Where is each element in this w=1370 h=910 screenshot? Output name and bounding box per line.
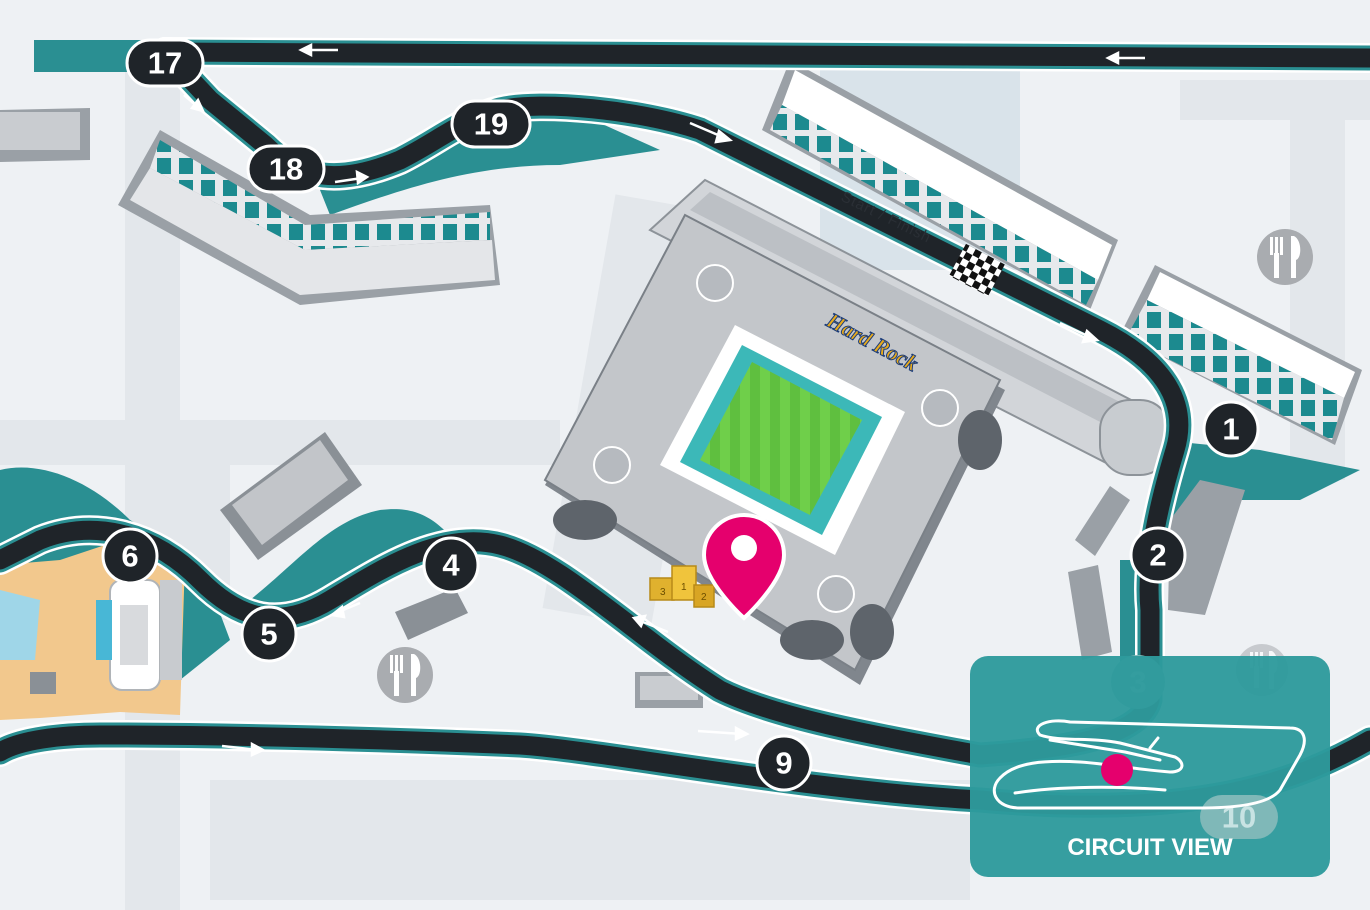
- stadium: [543, 178, 1172, 685]
- svg-text:18: 18: [269, 152, 303, 187]
- direction-arrow-icon: [689, 121, 733, 144]
- turn-marker-19[interactable]: 19: [450, 99, 532, 149]
- direction-arrow-icon: [697, 725, 750, 741]
- direction-arrow-icon: [1105, 50, 1145, 66]
- restaurant-icon[interactable]: [377, 647, 433, 703]
- svg-text:2: 2: [1149, 538, 1166, 573]
- svg-text:9: 9: [775, 746, 792, 781]
- grandstand-east: [1120, 265, 1362, 445]
- circuit-location-dot: [1101, 754, 1133, 786]
- circuit-outline: [992, 719, 1306, 810]
- svg-text:17: 17: [148, 46, 182, 81]
- grandstand-northwest: [118, 130, 500, 305]
- turn-marker-6[interactable]: 6: [101, 527, 159, 585]
- direction-arrow-icon: [183, 94, 206, 113]
- direction-arrows: [183, 42, 1145, 757]
- svg-text:6: 6: [121, 539, 138, 574]
- turn-marker-1[interactable]: 1: [1202, 400, 1260, 458]
- direction-arrow-icon: [1059, 321, 1100, 344]
- turn-marker-9[interactable]: 9: [755, 734, 813, 792]
- direction-arrow-icon: [221, 741, 266, 757]
- svg-text:1: 1: [1222, 412, 1239, 447]
- svg-text:19: 19: [474, 107, 508, 142]
- turn-marker-5[interactable]: 5: [240, 605, 298, 663]
- podium-pos-3: 3: [660, 587, 666, 598]
- turn-marker-10[interactable]: 10: [1200, 795, 1278, 839]
- circuit-view-label: CIRCUIT VIEW: [1067, 834, 1233, 861]
- svg-text:5: 5: [260, 617, 277, 652]
- location-pin-icon[interactable]: [701, 512, 787, 621]
- svg-text:4: 4: [442, 548, 460, 583]
- circuit-view-panel[interactable]: 10 CIRCUIT VIEW: [970, 656, 1330, 877]
- turn-marker-17[interactable]: 17: [125, 38, 205, 88]
- turn-marker-2[interactable]: 2: [1129, 526, 1187, 584]
- checkered-flag-icon: [949, 243, 1005, 297]
- podium-pos-2: 2: [701, 592, 707, 603]
- direction-arrow-icon: [329, 601, 361, 619]
- grandstand-north: [762, 60, 1118, 310]
- turn-marker-4[interactable]: 4: [422, 536, 480, 594]
- service-buildings: [0, 108, 1245, 708]
- direction-arrow-icon: [298, 42, 338, 58]
- turn-marker-18[interactable]: 18: [246, 144, 326, 194]
- podium-pos-1: 1: [681, 582, 687, 593]
- direction-arrow-icon: [334, 169, 370, 186]
- podium-icon: 3 1 2: [649, 565, 715, 608]
- restaurant-icon[interactable]: [1257, 229, 1313, 285]
- direction-arrow-icon: [631, 614, 669, 634]
